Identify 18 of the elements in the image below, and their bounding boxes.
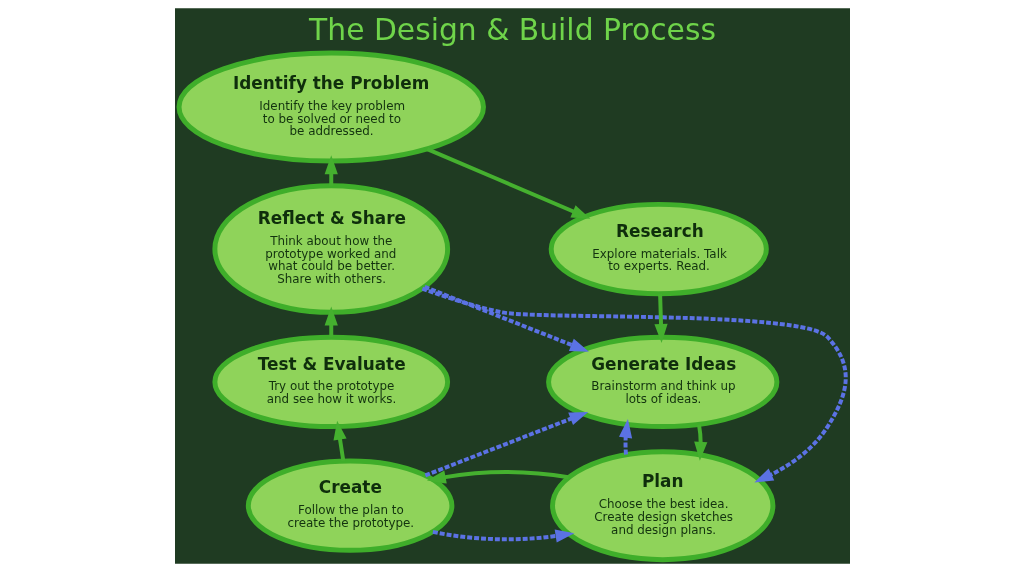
arrow: [693, 424, 707, 461]
arrow: [618, 418, 632, 455]
arrow: [424, 411, 588, 478]
arrow: [423, 285, 589, 352]
node-ellipse: Reflect & Share Think about how the prototype worked and what could be better. Share with others.: [211, 183, 450, 315]
arrow: [426, 147, 590, 219]
arrow: [324, 306, 338, 337]
arrow: [432, 529, 574, 543]
arrow: [421, 286, 848, 483]
arrow: [333, 420, 347, 461]
node-ellipse: Research Explore materials. Talk to experts. Read.: [548, 201, 769, 297]
diagram-title: The Design & Build Process: [308, 12, 716, 48]
node-ellipse: Identify the Problem Identify the key problem to be solved or need to be addressed.: [176, 50, 486, 164]
node-ellipse: Generate Ideas Brainstorm and think up lots of ideas.: [545, 334, 779, 430]
node-ellipse: Create Follow the plan to create the prototype.: [245, 458, 454, 553]
node-ellipse: Test & Evaluate Try out the prototype and see how it works.: [211, 334, 450, 430]
arrow: [653, 294, 668, 343]
arrow: [426, 470, 569, 484]
